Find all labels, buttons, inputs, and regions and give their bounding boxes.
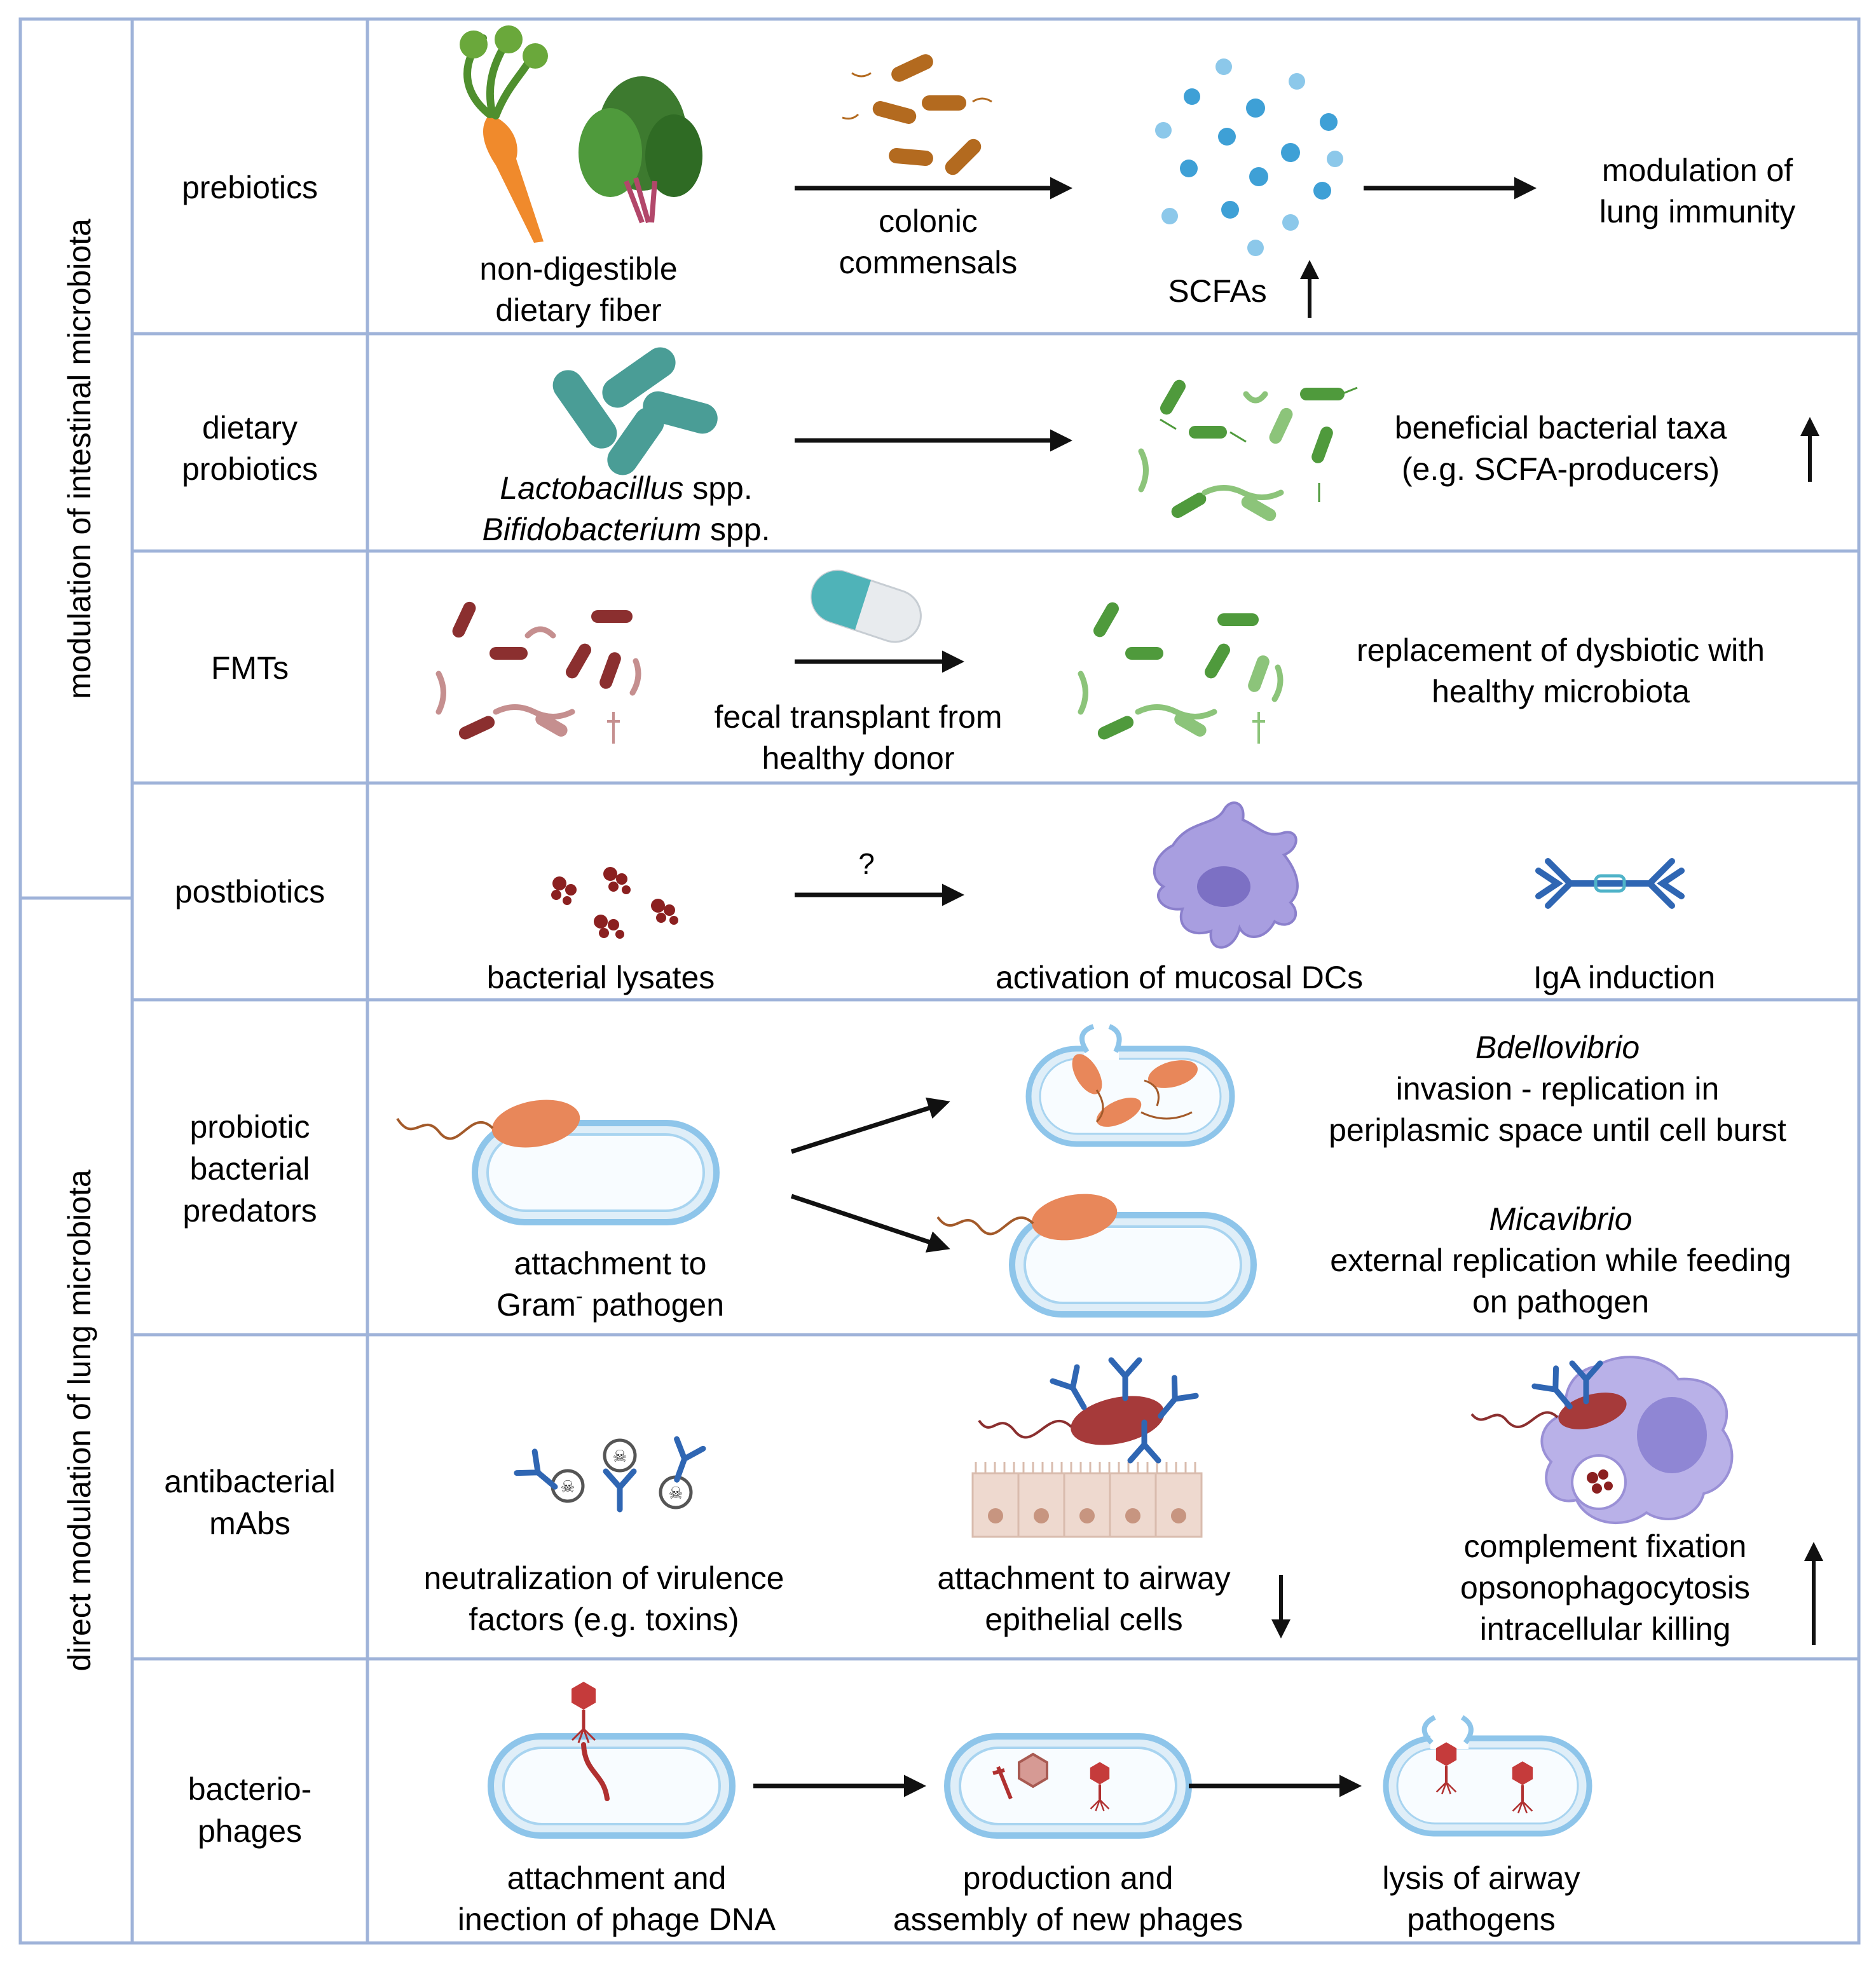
step1-caption-2: inection of phage DNA — [458, 1902, 776, 1937]
fiber-caption-2: dietary fiber — [495, 292, 661, 328]
phage-injection-icon — [491, 1682, 732, 1836]
arrow-to-bdellovibrio — [790, 1097, 950, 1154]
mica-line-1: external replication while feeding — [1330, 1243, 1791, 1278]
scfa-molecules-icon — [1155, 58, 1343, 256]
neutral-caption-2: factors (e.g. toxins) — [469, 1602, 739, 1637]
bdello-line-2: periplasmic space until cell burst — [1329, 1112, 1786, 1148]
commensals-caption-2: commensals — [839, 245, 1018, 280]
bdello-line-1: invasion - replication in — [1396, 1071, 1720, 1107]
dc-caption: activation of mucosal DCs — [996, 960, 1363, 995]
micavibrio-feeding-icon — [936, 1194, 1254, 1314]
capsule-icon — [811, 569, 922, 643]
step3-caption-2: pathogens — [1407, 1902, 1556, 1937]
macrophage-icon — [1470, 1356, 1734, 1525]
row-label-mabs-2: mAbs — [209, 1506, 291, 1541]
row-labels: prebiotics dietary probiotics FMTs postb… — [164, 170, 336, 1849]
phage-assembly-icon — [947, 1736, 1189, 1836]
outcome-taxa-2: (e.g. SCFA-producers) — [1402, 451, 1720, 487]
row-label-probiotics-1: dietary — [202, 410, 298, 446]
leafy-greens-icon — [579, 76, 702, 224]
mica-genus: Micavibrio — [1489, 1201, 1632, 1237]
row-label-prebiotics: prebiotics — [182, 170, 318, 205]
section-label-lung: direct modulation of lung microbiota — [62, 1169, 97, 1671]
predator-attachment-icon — [396, 1100, 716, 1222]
svg-text:☠: ☠ — [560, 1477, 575, 1496]
epi-caption-2: epithelial cells — [985, 1602, 1182, 1637]
healthy-microbiota-icon — [1078, 602, 1284, 744]
row-label-predators-1: probiotic — [190, 1109, 310, 1145]
attach-caption-2: Gram- pathogen — [496, 1284, 724, 1323]
row-label-probiotics-2: probiotics — [182, 451, 318, 487]
commensals-caption-1: colonic — [879, 203, 978, 239]
section-label-intestinal: modulation of intestinal microbiota — [62, 219, 97, 699]
row-label-phages-2: phages — [198, 1813, 302, 1849]
fiber-caption-1: non-digestible — [479, 251, 677, 287]
phage-lysis-icon — [1383, 1715, 1592, 1837]
svg-text:☠: ☠ — [612, 1447, 627, 1466]
outcome-replacement-2: healthy microbiota — [1432, 674, 1690, 709]
toxin-neutralization-icon: ☠ ☠ ☠ — [517, 1439, 703, 1509]
attach-caption-1: attachment to — [514, 1246, 707, 1281]
iga-antibody-icon — [1535, 858, 1685, 909]
outcome-immunity-1: modulation of — [1602, 153, 1793, 188]
step2-caption-2: assembly of new phages — [893, 1902, 1243, 1937]
transplant-caption-1: fecal transplant from — [715, 699, 1003, 735]
row-label-fmts: FMTs — [211, 650, 289, 686]
outcome-replacement-1: replacement of dysbiotic with — [1357, 632, 1765, 668]
row-label-mabs-1: antibacterial — [164, 1464, 336, 1499]
transplant-caption-2: healthy donor — [762, 740, 954, 776]
iga-caption: IgA induction — [1533, 960, 1715, 995]
bdellovibrio-invasion-icon — [1025, 1024, 1235, 1147]
bdello-genus: Bdellovibrio — [1475, 1030, 1640, 1065]
arrow-to-micavibrio — [790, 1194, 950, 1253]
complement-caption-3: intracellular killing — [1480, 1611, 1731, 1647]
species-lactobacillus: Lactobacillus spp. — [500, 470, 752, 506]
step1-caption-1: attachment and — [507, 1860, 727, 1896]
airway-epithelium-icon — [971, 1360, 1203, 1538]
table-grid — [18, 17, 1861, 1945]
row-label-postbiotics: postbiotics — [175, 874, 325, 909]
dendritic-cell-icon — [1153, 801, 1299, 949]
lysate-caption: bacterial lysates — [487, 960, 715, 995]
complement-caption-1: complement fixation — [1464, 1529, 1747, 1564]
row-label-phages-1: bacterio- — [188, 1771, 312, 1807]
species-bifidobacterium: Bifidobacterium spp. — [482, 512, 770, 547]
neutral-caption-1: neutralization of virulence — [424, 1560, 784, 1596]
step3-caption-1: lysis of airway — [1382, 1860, 1580, 1896]
complement-caption-2: opsonophagocytosis — [1460, 1570, 1750, 1605]
beneficial-bacteria-icon — [1138, 379, 1358, 521]
outcome-taxa-1: beneficial bacterial taxa — [1395, 410, 1727, 446]
row-label-predators-3: predators — [182, 1193, 317, 1229]
probiotic-bacteria-icon — [552, 347, 718, 475]
outcome-immunity-2: lung immunity — [1599, 194, 1795, 229]
bacterial-lysates-icon — [551, 867, 678, 939]
step2-caption-1: production and — [963, 1860, 1174, 1896]
dysbiotic-bacteria-icon — [435, 601, 641, 744]
colonic-bacteria-icon — [842, 54, 992, 175]
scfa-caption: SCFAs — [1168, 273, 1267, 309]
epi-caption-1: attachment to airway — [937, 1560, 1230, 1596]
carrot-icon — [460, 25, 548, 243]
mica-line-2: on pathogen — [1472, 1284, 1649, 1319]
question-mark: ? — [858, 847, 875, 880]
row-label-predators-2: bacterial — [190, 1151, 310, 1187]
svg-text:☠: ☠ — [668, 1483, 683, 1502]
